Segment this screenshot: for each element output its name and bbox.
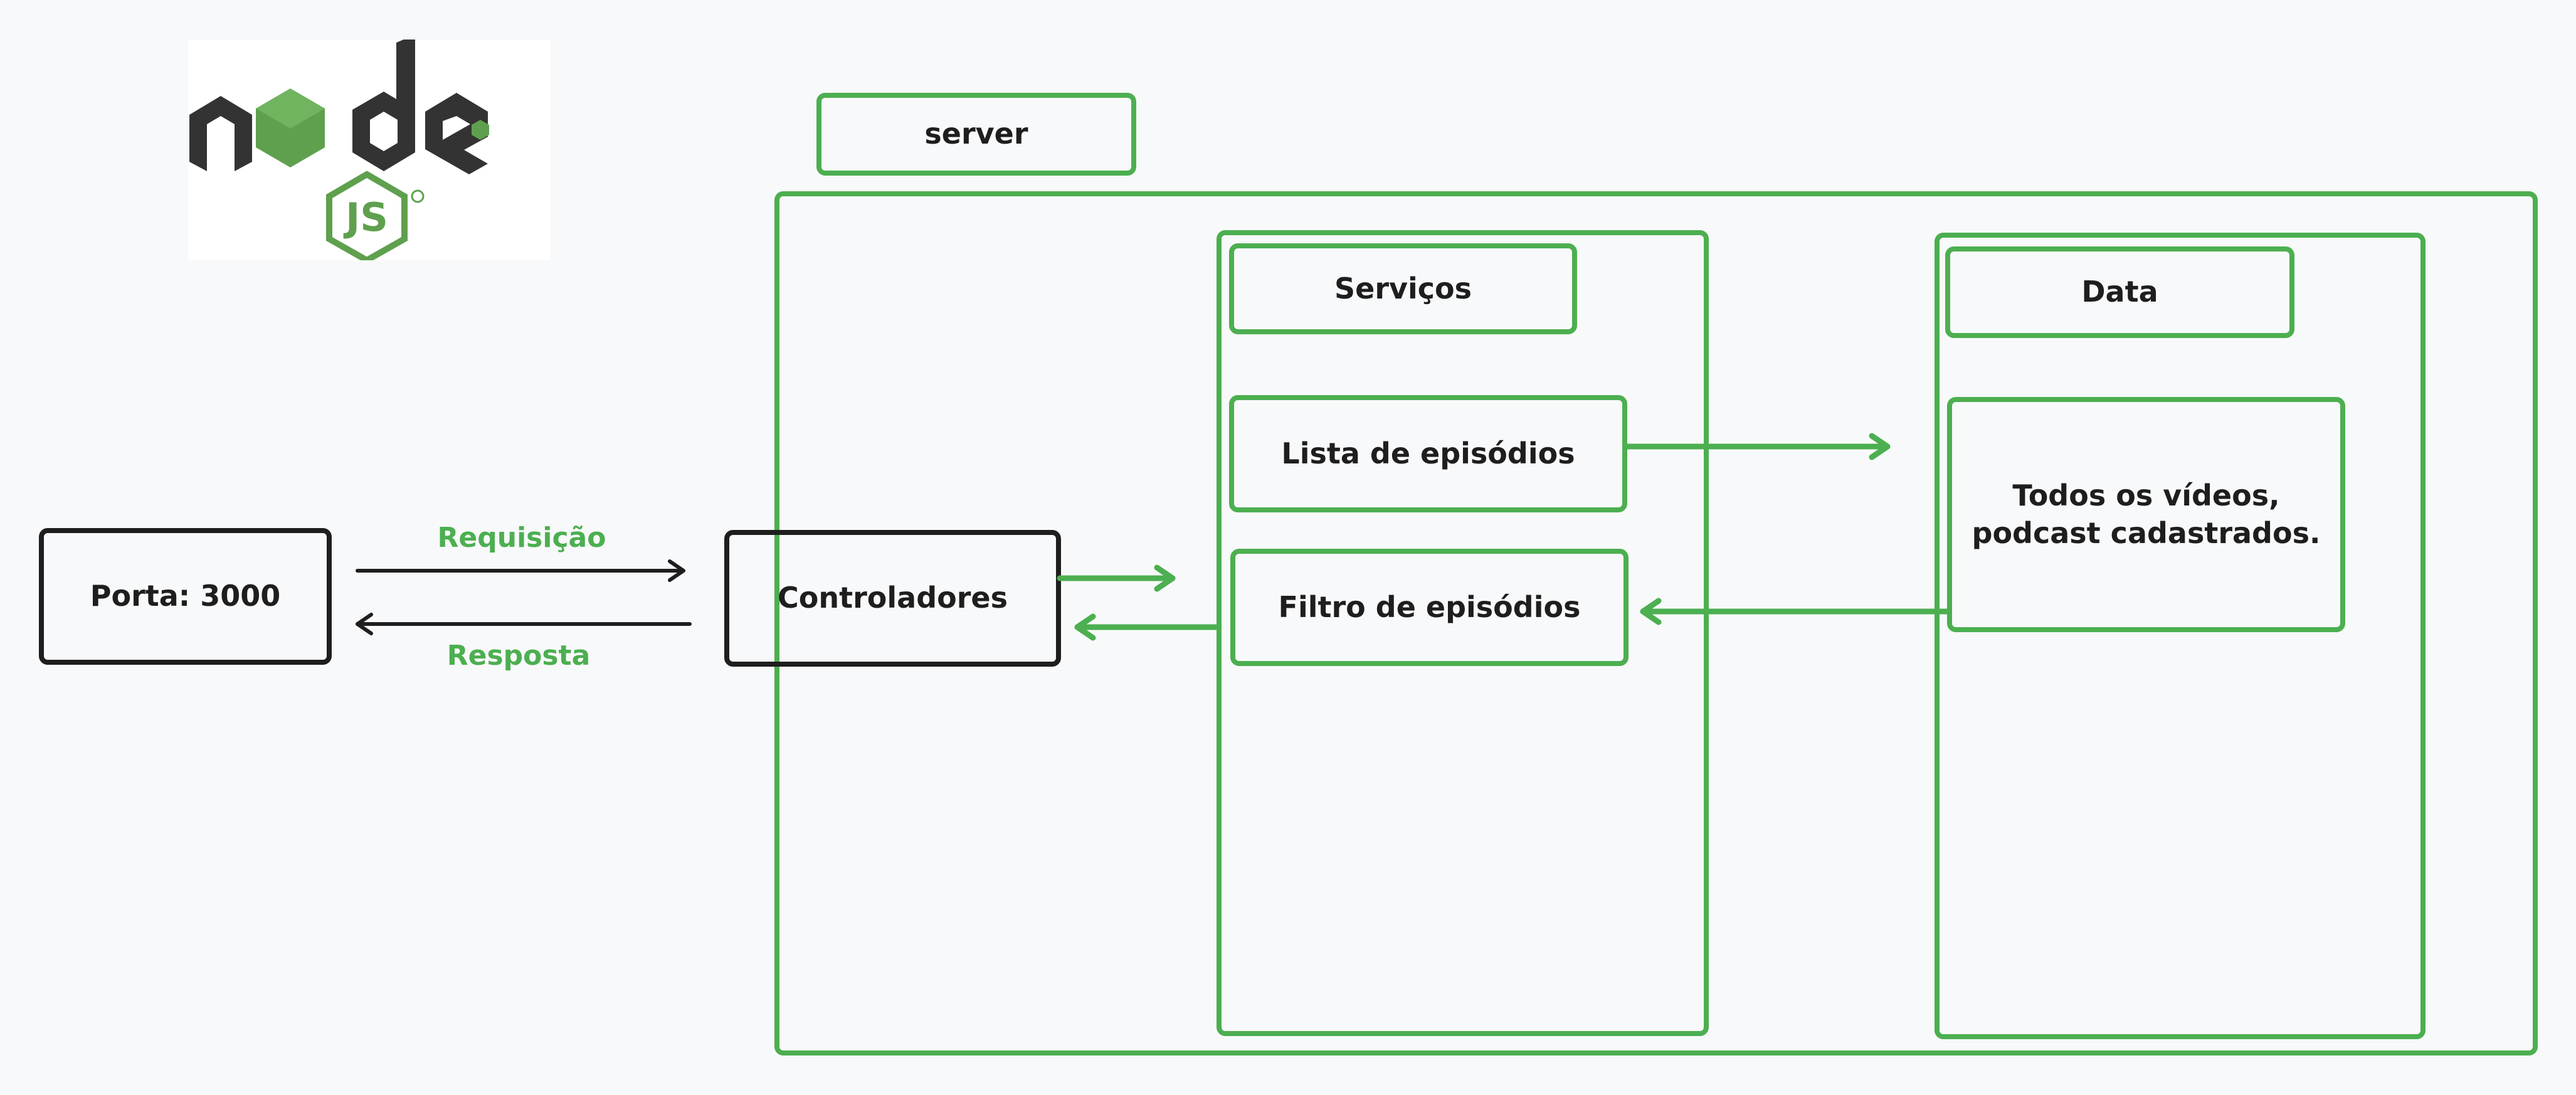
- data-container: [1935, 233, 2426, 1039]
- port-box: Porta: 3000: [39, 528, 332, 665]
- request-label: Requisição: [437, 522, 606, 554]
- services-title: Serviços: [1229, 243, 1577, 334]
- data-content: Todos os vídeos, podcast cadastrados.: [1947, 397, 2345, 632]
- data-content-line-1: Todos os vídeos,: [2012, 478, 2280, 512]
- service-item-list-episodes: Lista de episódios: [1229, 395, 1627, 512]
- data-to-filter-arrow: [1640, 598, 1950, 625]
- request-arrow: [356, 559, 685, 582]
- response-label: Resposta: [446, 640, 591, 672]
- nodejs-js-badge-text: JS: [343, 194, 388, 240]
- service-item-filter-episodes: Filtro de episódios: [1230, 549, 1628, 666]
- services-container: [1217, 230, 1709, 1036]
- response-arrow: [356, 613, 692, 635]
- controllers-box: Controladores: [724, 530, 1061, 667]
- services-to-controllers-arrow: [1074, 613, 1220, 641]
- data-title: Data: [1945, 246, 2294, 338]
- controllers-to-services-arrow: [1057, 564, 1176, 592]
- server-title: server: [816, 93, 1136, 176]
- nodejs-logo: JS: [188, 34, 551, 264]
- data-content-line-2: podcast cadastrados.: [1972, 516, 2321, 550]
- server-container: [774, 191, 2538, 1055]
- list-to-data-arrow: [1624, 433, 1891, 460]
